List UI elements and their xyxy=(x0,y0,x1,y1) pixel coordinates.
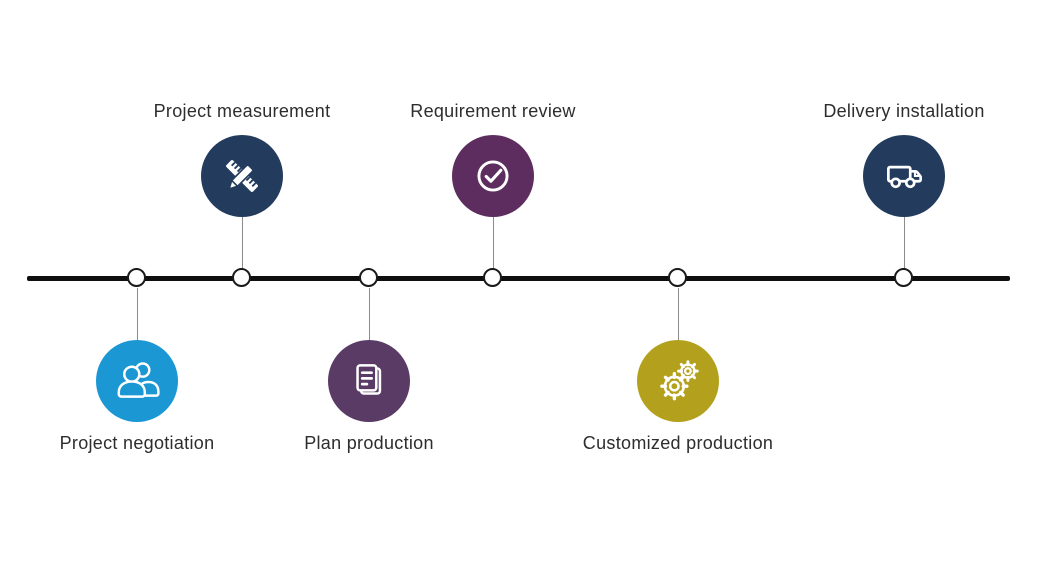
timeline-axis xyxy=(27,276,1010,281)
people-icon xyxy=(117,362,160,398)
step-circle xyxy=(96,340,178,422)
timeline-node xyxy=(127,268,146,287)
step-label: Project measurement xyxy=(153,101,331,121)
step-label: Project negotiation xyxy=(59,433,215,453)
truck-icon xyxy=(887,165,923,189)
step-circle xyxy=(201,135,283,217)
step-circle xyxy=(328,340,410,422)
step-circle xyxy=(863,135,945,217)
timeline-node xyxy=(668,268,687,287)
connector-line xyxy=(241,216,243,269)
connector-line xyxy=(492,216,494,269)
timeline-node xyxy=(894,268,913,287)
connector-line xyxy=(903,216,905,269)
ruler-pencil-icon xyxy=(226,160,258,192)
step-label: Customized production xyxy=(582,433,774,453)
timeline-node xyxy=(359,268,378,287)
timeline-node xyxy=(232,268,251,287)
step-label: Plan production xyxy=(304,433,434,453)
timeline-node xyxy=(483,268,502,287)
step-circle xyxy=(452,135,534,217)
gears-icon xyxy=(660,360,699,401)
connector-line xyxy=(677,288,679,341)
connector-line xyxy=(368,288,370,341)
step-circle xyxy=(637,340,719,422)
step-label: Delivery installation xyxy=(823,101,985,121)
check-circle-icon xyxy=(477,160,509,192)
document-icon xyxy=(356,364,382,395)
step-label: Requirement review xyxy=(410,101,576,121)
connector-line xyxy=(136,288,138,341)
